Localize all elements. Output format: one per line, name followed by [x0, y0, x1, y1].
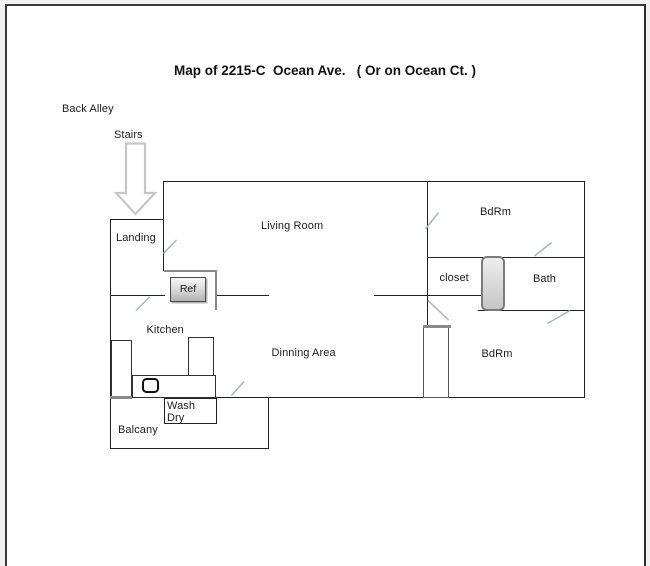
ref-enclosure-top	[163, 269, 217, 272]
wall-outer-left	[109, 218, 111, 449]
living-room-label: Living Room	[261, 219, 324, 232]
wall-living-dining-left	[216, 295, 269, 297]
door-mark-bedroom-bottom	[547, 309, 571, 325]
door-mark-balcony	[230, 381, 245, 396]
balcany-label: Balcany	[118, 423, 158, 436]
wash-label: Wash	[167, 399, 196, 412]
counter-gray-edge	[110, 395, 132, 399]
bedroom-bottom-label: BdRm	[481, 348, 513, 360]
wall-bedroom-divider	[426, 180, 428, 327]
closet-label: closet	[439, 271, 469, 284]
bedroom-door-gray-edge	[422, 324, 451, 328]
wall-main-bottom	[110, 397, 585, 399]
kitchen-sink	[141, 378, 159, 393]
stairs-label: Stairs	[114, 128, 143, 141]
wall-main-top	[163, 180, 585, 182]
ref-label: Ref	[179, 283, 197, 296]
wall-main-right	[583, 180, 585, 398]
door-mark-landing	[162, 239, 178, 255]
kitchen-counter-right	[188, 336, 214, 376]
wall-landing-bottom	[110, 295, 165, 297]
dry-label: Dry	[167, 411, 185, 424]
door-mark-bedroom-top	[424, 212, 440, 230]
back-alley-label: Back Alley	[62, 102, 114, 115]
refrigerator: Ref	[170, 276, 206, 302]
wall-bath-bottom	[478, 309, 584, 311]
kitchen-label: Kitchen	[146, 323, 184, 336]
dinning-area-label: Dinning Area	[271, 346, 336, 359]
bath-door-panel	[480, 256, 505, 311]
page-sheet	[5, 3, 646, 566]
page-title: Map of 2215-C Ocean Ave. ( Or on Ocean C…	[173, 63, 477, 78]
wall-landing-top	[110, 218, 164, 220]
wall-balcony-bottom	[109, 447, 269, 449]
door-mark-closet	[427, 299, 450, 321]
bath-label: Bath	[533, 272, 557, 285]
door-mark-bath	[534, 241, 552, 257]
wall-main-left	[163, 180, 165, 271]
wall-balcony-right	[267, 397, 269, 449]
landing-label: Landing	[116, 231, 156, 244]
ref-enclosure-right	[214, 269, 218, 310]
door-mark-kitchen	[135, 296, 151, 312]
wall-closet-bath-top	[426, 257, 585, 259]
bedroom-door-rect	[423, 325, 449, 398]
stairs-down-arrow-icon	[113, 142, 158, 216]
bedroom-top-label: BdRm	[480, 205, 511, 218]
